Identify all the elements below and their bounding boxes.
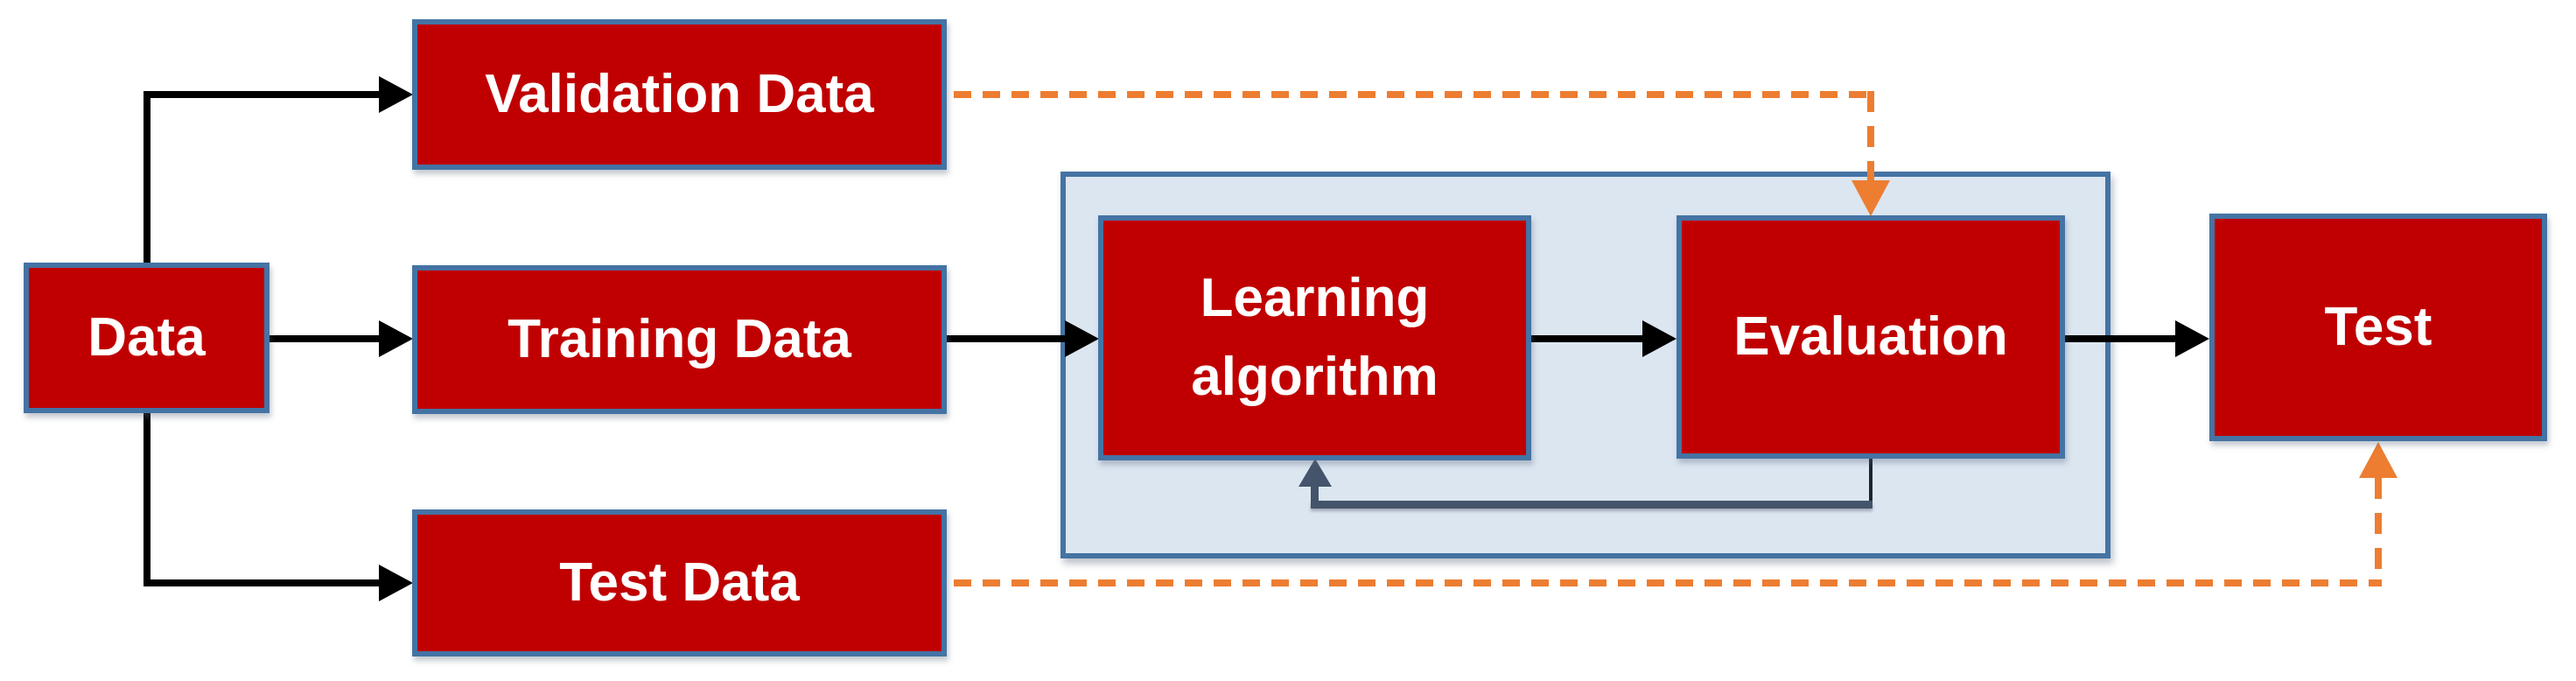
node-test-label: Test: [2324, 297, 2432, 358]
connector-learning-to-evaluation: [1530, 335, 1643, 342]
dashed-validation-to-evaluation-vertical: [1867, 91, 1874, 182]
node-test: Test: [2209, 214, 2547, 441]
node-learning-algorithm-label: Learning algorithm: [1191, 268, 1438, 407]
connector-data-to-training: [268, 335, 380, 342]
feedback-drop-line: [1869, 458, 1872, 505]
connector-training-to-learning: [946, 335, 1066, 342]
feedback-arrowhead-icon: [1298, 459, 1332, 487]
arrowhead-evaluation-to-test-icon: [2175, 320, 2209, 357]
node-data-label: Data: [88, 307, 206, 369]
feedback-stem-line: [1311, 481, 1319, 506]
node-evaluation: Evaluation: [1676, 215, 2065, 459]
dashed-validation-arrowhead-icon: [1852, 180, 1890, 216]
node-training-data-label: Training Data: [508, 309, 851, 370]
node-data: Data: [24, 263, 270, 413]
dashed-testdata-arrowhead-icon: [2359, 442, 2398, 478]
node-validation-data-label: Validation Data: [485, 64, 874, 125]
dashed-testdata-to-test-vertical: [2375, 478, 2382, 586]
feedback-horizontal-line: [1311, 501, 1872, 509]
arrowhead-learning-to-evaluation-icon: [1642, 320, 1676, 357]
node-training-data: Training Data: [412, 265, 947, 414]
connector-data-to-testdata-vertical: [144, 411, 150, 583]
connector-data-to-testdata-horizontal: [144, 579, 380, 586]
node-test-data-label: Test Data: [559, 552, 800, 614]
node-evaluation-label: Evaluation: [1733, 306, 2008, 368]
dashed-testdata-to-test-horizontal: [954, 579, 2382, 586]
dashed-validation-to-evaluation-horizontal: [954, 91, 1874, 98]
connector-data-to-validation-horizontal: [144, 91, 380, 98]
node-validation-data: Validation Data: [412, 19, 947, 170]
connector-evaluation-to-test: [2064, 335, 2176, 342]
arrowhead-data-to-validation-icon: [379, 76, 413, 113]
arrowhead-training-to-learning-icon: [1065, 320, 1099, 357]
node-test-data: Test Data: [412, 509, 947, 656]
connector-data-to-validation-vertical: [144, 93, 150, 264]
arrowhead-data-to-training-icon: [379, 320, 413, 357]
node-learning-algorithm: Learning algorithm: [1098, 215, 1531, 460]
arrowhead-data-to-testdata-icon: [379, 565, 413, 601]
